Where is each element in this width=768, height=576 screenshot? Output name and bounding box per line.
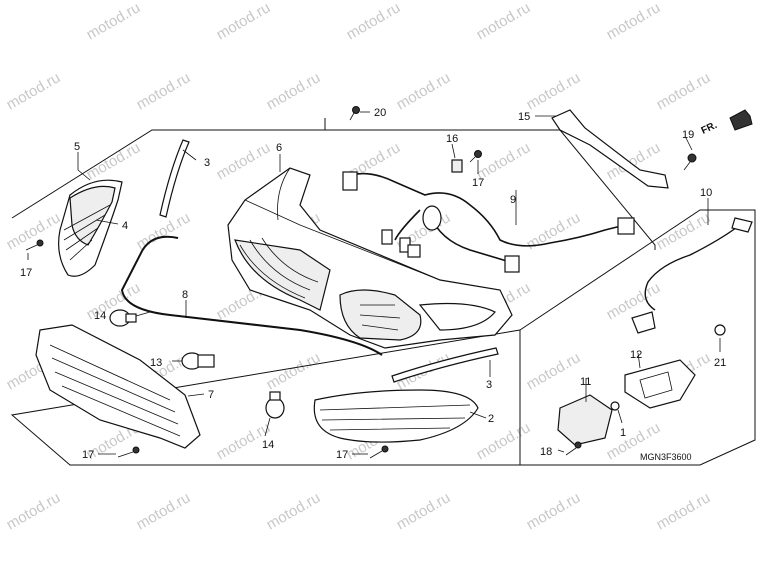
watermark-text-2: motod.ru (344, 0, 404, 43)
bulb-14-left (109, 309, 137, 327)
socket-12 (624, 359, 696, 409)
screw-18 (565, 441, 582, 456)
callout-5: 5 (74, 141, 80, 153)
watermark-text-6: motod.ru (134, 69, 194, 113)
main-frame (10, 118, 656, 466)
stay-bracket-15 (551, 109, 669, 189)
screw-17-top (469, 150, 482, 163)
screw-17-bottom-left (117, 446, 140, 458)
lens-right-2 (313, 389, 479, 443)
watermark-text-0: motod.ru (84, 0, 144, 43)
seal-strip-lower (391, 347, 499, 383)
callout-9: 9 (510, 194, 516, 206)
watermark-text-36: motod.ru (474, 419, 534, 463)
callout-12: 12 (630, 349, 642, 361)
direction-label: FR. (700, 120, 719, 137)
license-lens-11 (557, 394, 613, 446)
callout-13: 13 (150, 357, 162, 369)
callout-7: 7 (208, 389, 214, 401)
bulb-14-lower (265, 391, 285, 419)
callout-19: 19 (682, 129, 694, 141)
front-direction-arrow: FR. (700, 109, 753, 137)
callout-17-top: 17 (472, 177, 484, 189)
bolt-19 (683, 153, 697, 171)
screw-17-bottom-right (369, 445, 389, 459)
callout-10: 10 (700, 187, 712, 199)
screw-20 (349, 106, 360, 121)
bulb-1 (610, 401, 620, 411)
screw-17-left (25, 239, 44, 251)
watermark-text-20: motod.ru (524, 209, 584, 253)
clip-part-16 (451, 159, 463, 173)
diagram-code: MGN3F3600 (640, 452, 692, 462)
side-cover-part (58, 179, 123, 277)
callout-4: 4 (122, 220, 128, 232)
callout-14-left: 14 (94, 310, 106, 322)
callout-17-bottom-left: 17 (82, 449, 94, 461)
callout-3-upper: 3 (204, 157, 210, 169)
watermark-text-12: motod.ru (214, 139, 274, 183)
watermark-text-40: motod.ru (264, 489, 324, 533)
callout-2: 2 (488, 413, 494, 425)
callout-16: 16 (446, 133, 458, 145)
watermark-text-43: motod.ru (654, 489, 714, 533)
watermark-text-3: motod.ru (474, 0, 534, 43)
leader-lines (27, 111, 721, 455)
callout-11: 11 (580, 376, 591, 388)
callout-21: 21 (714, 357, 726, 369)
seal-strip-upper (159, 139, 190, 218)
watermark-text-42: motod.ru (524, 489, 584, 533)
sub-harness-9 (342, 171, 635, 273)
watermark-text-26: motod.ru (604, 279, 664, 323)
watermark-text-10: motod.ru (654, 69, 714, 113)
watermark-text-31: motod.ru (524, 349, 584, 393)
callout-15: 15 (518, 111, 530, 123)
watermark-text-4: motod.ru (604, 0, 664, 43)
nut-21 (714, 324, 726, 336)
watermark-text-11: motod.ru (84, 139, 144, 183)
license-light-frame (519, 209, 756, 466)
watermark-text-7: motod.ru (264, 69, 324, 113)
callout-20: 20 (374, 107, 386, 119)
callout-labels: 1 2 3 3 4 5 6 7 8 9 10 11 12 13 14 14 15… (20, 107, 726, 461)
callout-3-lower: 3 (486, 379, 492, 391)
watermark-text-38: motod.ru (4, 489, 64, 533)
wire-harness-8 (120, 235, 383, 356)
license-light-wire-10 (631, 217, 753, 334)
callout-17-left: 17 (20, 267, 32, 279)
watermark-text-39: motod.ru (134, 489, 194, 533)
watermark-text-9: motod.ru (524, 69, 584, 113)
bulb-13 (181, 352, 215, 370)
watermark-text-8: motod.ru (394, 69, 454, 113)
callout-1: 1 (620, 427, 626, 439)
callout-8: 8 (182, 289, 188, 301)
callout-6: 6 (276, 142, 282, 154)
headlight-unit (227, 167, 513, 349)
callout-14-lower: 14 (262, 439, 274, 451)
callout-18: 18 (540, 446, 552, 458)
lens-left-7 (35, 324, 201, 449)
callout-17-bottom-right: 17 (336, 449, 348, 461)
watermark-text-41: motod.ru (394, 489, 454, 533)
watermark-text-5: motod.ru (4, 69, 64, 113)
watermark-text-1: motod.ru (214, 0, 274, 43)
